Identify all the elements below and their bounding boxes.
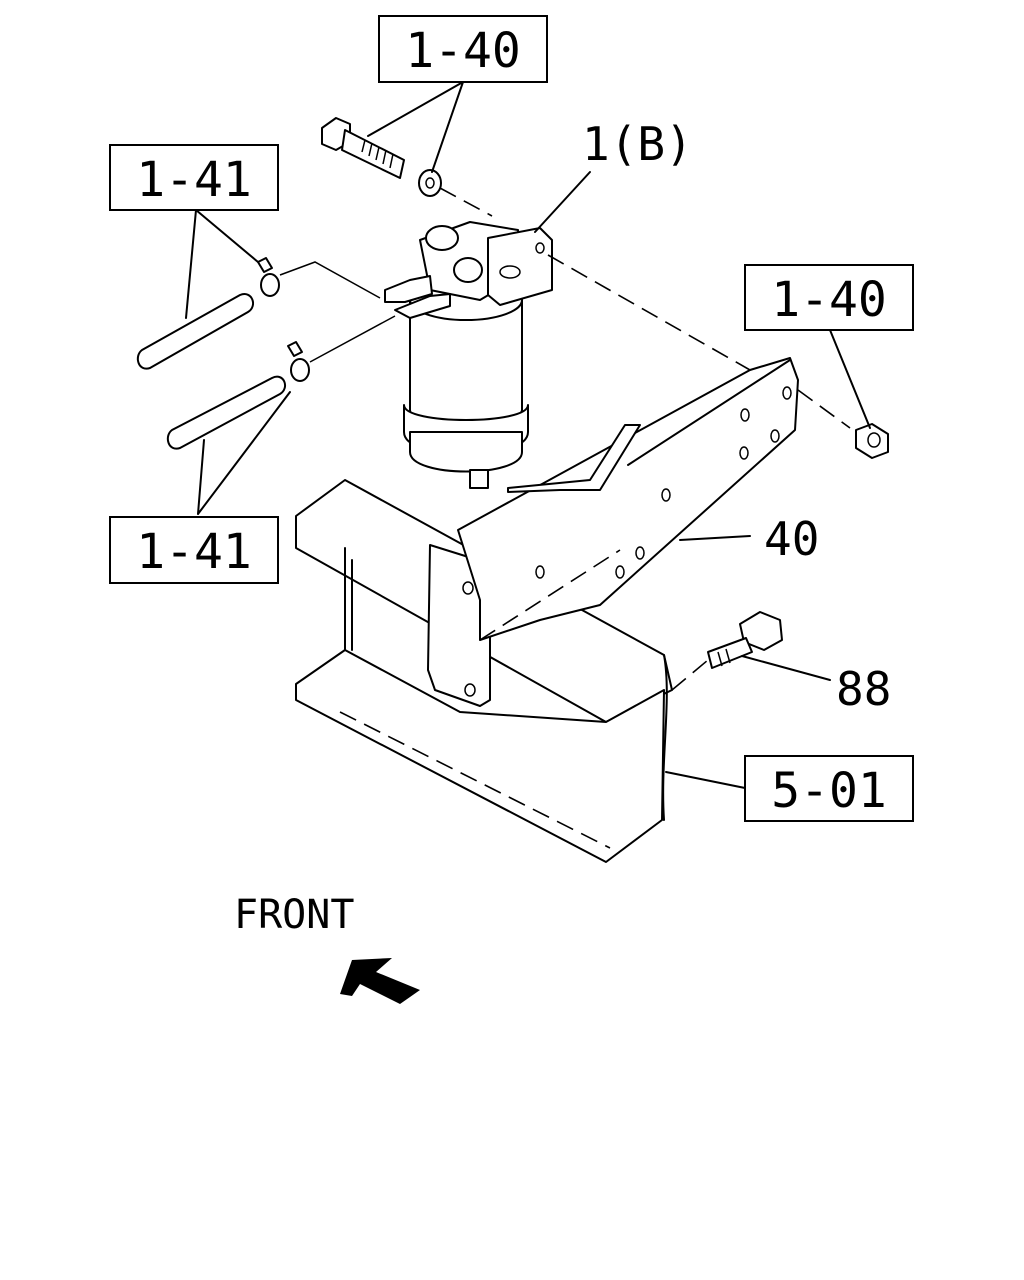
alignment-lines	[279, 187, 851, 691]
callout-lower-hose: 1-41	[136, 524, 252, 580]
callout-box-right-nut	[744, 264, 914, 331]
lower-hose	[166, 341, 310, 450]
callout-top-bolt: 1-40	[405, 23, 521, 79]
front-arrow-icon	[340, 958, 420, 1004]
right-nut	[855, 423, 889, 459]
label-bracket: 40	[764, 512, 819, 566]
top-bolt	[321, 117, 442, 197]
fuel-filter	[384, 221, 553, 489]
label-bolt: 88	[836, 662, 891, 716]
mounting-bracket	[457, 357, 799, 641]
front-label: FRONT	[234, 892, 354, 938]
callout-right-nut: 1-40	[771, 272, 887, 328]
callout-box-top-bolt	[378, 15, 548, 83]
callout-box-lower-hose	[109, 516, 279, 584]
callout-box-upper-hose	[109, 144, 279, 211]
label-filter: 1(B)	[582, 117, 693, 171]
leader-lines	[185, 81, 871, 789]
upper-hose	[136, 257, 280, 370]
bolt-88	[707, 611, 783, 669]
callout-upper-hose: 1-41	[136, 152, 252, 208]
callout-box-frame	[744, 755, 914, 822]
callout-frame: 5-01	[771, 763, 887, 819]
